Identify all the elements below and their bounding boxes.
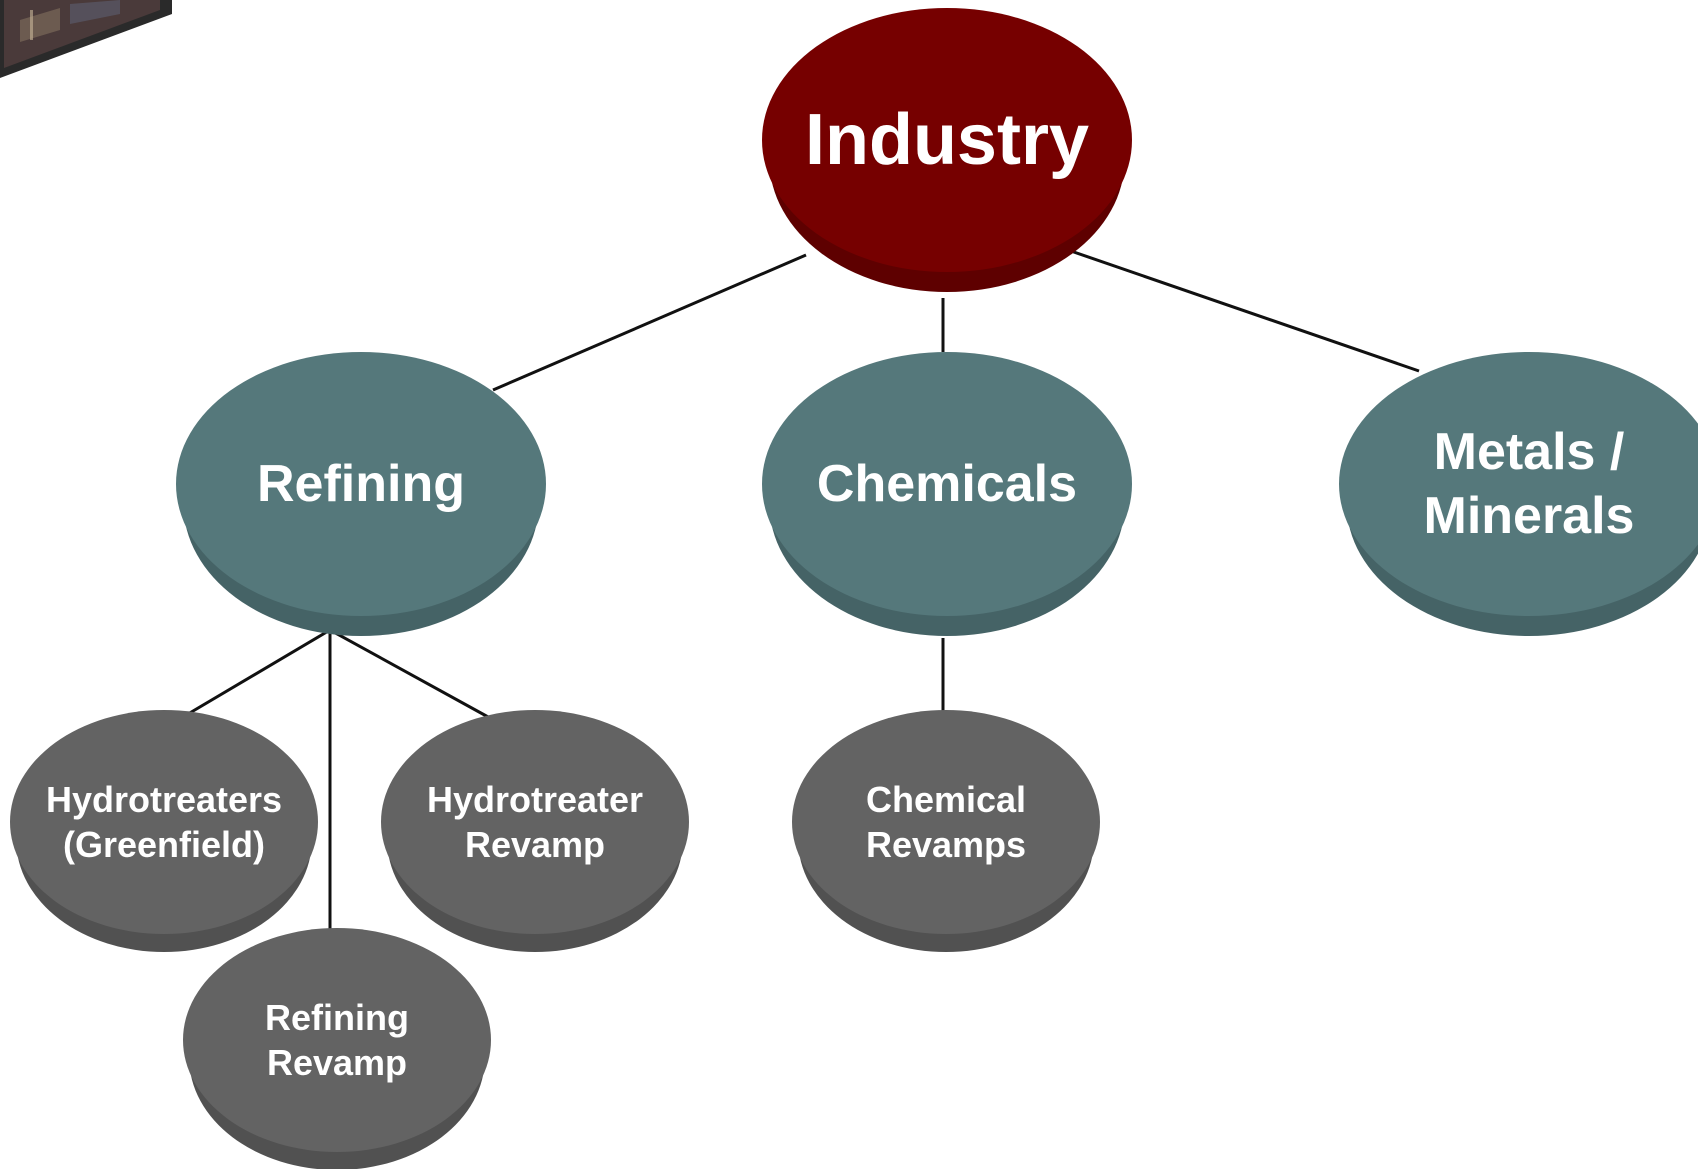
node-industry: Industry bbox=[762, 8, 1132, 292]
node-metals-minerals-shape bbox=[1339, 352, 1698, 616]
node-hydrotreaters-greenfield-shape bbox=[10, 710, 318, 934]
node-chemicals-shape bbox=[762, 352, 1132, 616]
node-chemical-revamps-label-line: Revamps bbox=[866, 824, 1026, 865]
node-industry-label-line: Industry bbox=[805, 100, 1089, 180]
node-chemical-revamps-label-line: Chemical bbox=[866, 779, 1026, 820]
node-metals-minerals: Metals / Minerals bbox=[1339, 352, 1698, 636]
node-refining-shape bbox=[176, 352, 546, 616]
node-chemicals: Chemicals bbox=[762, 352, 1132, 636]
connector-industry-refining bbox=[492, 253, 807, 392]
node-refining-revamp-label-line: Refining bbox=[265, 997, 409, 1038]
node-refining: Refining bbox=[176, 352, 546, 636]
node-chemical-revamps-shape bbox=[792, 710, 1100, 934]
node-hydrotreaters-greenfield-label-line: (Greenfield) bbox=[63, 824, 265, 865]
node-industry-shape bbox=[762, 8, 1132, 272]
node-metals-minerals-label-line: Metals / bbox=[1434, 423, 1625, 481]
connector-refining-hydrotreater-revamp bbox=[329, 628, 491, 720]
connector-refining-hydrotreaters bbox=[187, 628, 331, 716]
node-chemicals-label-line: Chemicals bbox=[817, 455, 1077, 513]
node-hydrotreater-revamp-label-line: Hydrotreater bbox=[427, 779, 643, 820]
connector-industry-metals bbox=[1067, 248, 1420, 373]
photo-thumbnail-icon bbox=[0, 0, 172, 78]
node-hydrotreaters-greenfield-label-line: Hydrotreaters bbox=[46, 779, 282, 820]
node-refining-label-line: Refining bbox=[257, 455, 465, 513]
node-hydrotreater-revamp-label-line: Revamp bbox=[465, 824, 605, 865]
node-hydrotreaters-greenfield: Hydrotreaters(Greenfield) bbox=[10, 710, 318, 952]
connectors bbox=[187, 248, 1420, 930]
node-metals-minerals-label-line: Minerals bbox=[1424, 487, 1635, 545]
node-refining-revamp-label-line: Revamp bbox=[267, 1042, 407, 1083]
node-hydrotreater-revamp-shape bbox=[381, 710, 689, 934]
node-refining-revamp-shape bbox=[183, 928, 491, 1152]
